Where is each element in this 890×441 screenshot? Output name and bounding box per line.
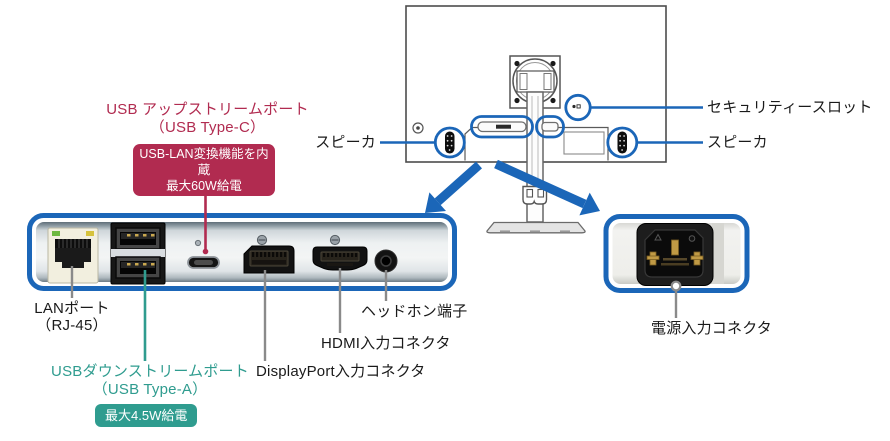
usb-port-highlight <box>470 115 534 139</box>
arrow-left-icon <box>425 161 482 213</box>
lan-port-label-line2: （RJ-45） <box>36 317 108 334</box>
lan-port-icon <box>47 227 99 284</box>
headphone-label: ヘッドホン端子 <box>361 303 468 320</box>
usb-downstream-badge: 最大4.5W給電 <box>95 404 198 427</box>
lan-port-label: LANポート （RJ-45） <box>30 300 114 334</box>
cable-clip <box>522 185 548 205</box>
power-leader-line <box>670 280 682 318</box>
usb-downstream-label-line1: USBダウンストリームポート <box>51 363 249 380</box>
usb-upstream-title: USB アップストリームポート （USB Type-C） <box>105 101 310 137</box>
usb-upstream-badge-line1: USB-LAN変換機能を内蔵 <box>139 147 269 177</box>
stand-base <box>486 221 586 234</box>
usb-upstream-title-line2: （USB Type-C） <box>149 119 266 136</box>
power-inlet-icon <box>636 223 714 286</box>
usb-downstream-label: USBダウンストリームポート （USB Type-A） <box>50 363 250 399</box>
arrow-right-icon <box>494 159 600 216</box>
displayport-icon <box>243 234 295 274</box>
power-label: 電源入力コネクタ <box>651 320 773 337</box>
displayport-label: DisplayPort入力コネクタ <box>256 363 426 380</box>
speaker-right-label: スピーカ <box>707 134 768 151</box>
speaker-right-icon <box>606 126 639 159</box>
usb-c-port-icon <box>187 239 220 269</box>
hdmi-port-icon <box>312 234 368 271</box>
security-slot-icon <box>564 93 592 122</box>
lan-port-label-line1: LANポート <box>34 300 110 317</box>
monitor-rear-illustration <box>380 5 703 234</box>
usb-upstream-badge: USB-LAN変換機能を内蔵 最大60W給電 <box>133 144 275 196</box>
usb-upstream-title-line1: USB アップストリームポート <box>106 101 309 118</box>
usb-downstream-label-line2: （USB Type-A） <box>92 381 208 398</box>
usb-a-ports-icon <box>110 222 166 285</box>
hdmi-label: HDMI入力コネクタ <box>321 335 451 352</box>
security-slot-label: セキュリティースロット <box>707 99 873 116</box>
usb-upstream-badge-line2: 最大60W給電 <box>166 179 242 193</box>
power-panel <box>603 214 750 318</box>
io-panel <box>27 183 457 361</box>
headphone-jack-icon <box>374 249 398 273</box>
speaker-left-label: スピーカ <box>315 134 376 151</box>
screw-icon <box>412 122 424 134</box>
power-port-highlight <box>535 115 565 139</box>
